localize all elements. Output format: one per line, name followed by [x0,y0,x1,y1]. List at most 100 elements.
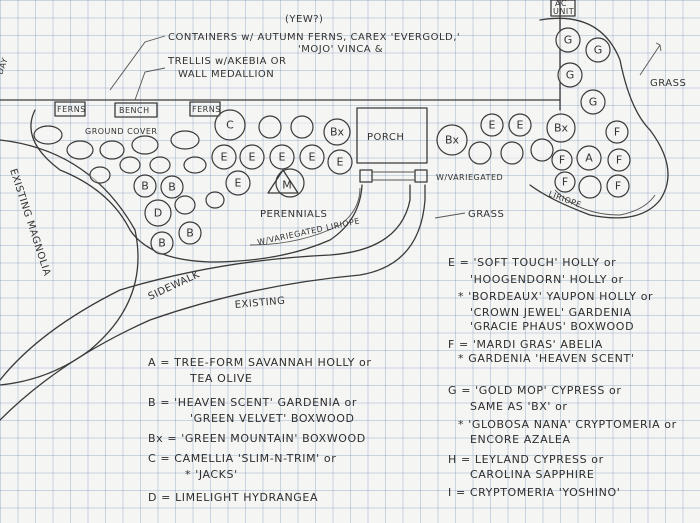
trellis-leader [134,67,166,101]
svg-text:G: G [566,69,575,82]
svg-text:F: F [616,154,622,167]
legend-right-line-1: 'HOOGENDORN' HOLLY or [470,273,624,286]
svg-text:M: M [282,179,292,192]
svg-text:G: G [564,34,573,47]
plant-E-left-3: E [211,144,237,170]
legend-left-line-1: TEA OLIVE [189,372,253,385]
legend-left-line-5: C = CAMELLIA 'SLIM-N-TRIM' or [148,452,336,465]
legend-left-line-7: D = LIMELIGHT HYDRANGEA [148,491,318,504]
plant-E-right-3 [468,141,492,165]
plant-E-right-1: E [480,113,504,137]
svg-text:B: B [168,181,176,194]
plant-E-left-7: E [327,149,353,175]
legend-left-line-2: B = 'HEAVEN SCENT' GARDENIA or [148,396,357,409]
legend-left-line-3: 'GREEN VELVET' BOXWOOD [190,412,355,425]
plant-B-3: B [150,231,174,255]
plant-F-5 [578,175,602,199]
trellis-note-1: TRELLIS w/AKEBIA OR [167,56,286,67]
plant-B-2: B [160,175,184,199]
svg-text:E: E [517,119,524,132]
sidewalk-inner [0,184,426,421]
plant-G-2: G [585,37,611,63]
plant-E-left-6: E [299,144,325,170]
yew-note: (YEW?) [285,14,323,25]
containers-note: CONTAINERS w/ AUTUMN FERNS, CAREX 'EVERG… [168,32,460,43]
legend-left-line-4: Bx = 'GREEN MOUNTAIN' BOXWOOD [148,432,366,445]
magnolia-canopy [0,139,139,386]
svg-text:F: F [562,176,568,189]
plant-M: M [267,168,305,198]
edge-left-label: DAY [0,56,10,75]
plant-A: A [576,145,602,171]
trellis-note-2: WALL MEDALLION [178,69,274,80]
svg-text:G: G [594,44,603,57]
plant-B-4: B [178,221,202,245]
svg-text:F: F [614,126,620,139]
variegated-right-label: W/VARIEGATED [436,173,503,182]
ferns-container-right [189,101,221,117]
legend-right-line-9: * 'GLOBOSA NANA' CRYPTOMERIA or [458,418,677,431]
plant-C: C [214,109,246,141]
plant-Bx-right-2: Bx [546,113,576,143]
plant-D: D [144,199,172,227]
legend-right-line-6: * GARDENIA 'HEAVEN SCENT' [458,352,634,365]
legend-left-line-0: A = TREE-FORM SAVANNAH HOLLY or [148,356,371,369]
plant-F-3: F [607,148,631,172]
ground-cover-plants [33,125,225,215]
plant-E-left-2 [290,115,314,139]
plant-G-3: G [557,62,583,88]
legend-right-line-4: 'GRACIE PHAUS' BOXWOOD [470,320,634,333]
ac-label-2: UNIT [553,7,574,16]
ac-unit [550,0,576,17]
plant-Bx-right: Bx [436,124,468,156]
containers-leader [109,35,166,91]
bench-box [114,102,158,118]
bench-label: BENCH [119,106,150,115]
legend-right-line-2: * 'BORDEAUX' YAUPON HOLLY or [458,290,653,303]
liriope-edge-right [554,189,656,216]
plant-E-left-1 [258,115,282,139]
svg-text:E: E [235,177,242,190]
svg-text:B: B [186,227,194,240]
svg-text:C: C [226,119,234,132]
svg-text:E: E [337,156,344,169]
svg-text:E: E [309,151,316,164]
ferns-label-right: FERNS [192,105,221,114]
grass-arrow-mid [434,212,466,219]
containers-note-2: 'MOJO' VINCA & [298,44,383,55]
existing-label-bottom: EXISTING [234,296,286,311]
grass-mid-label: GRASS [468,209,504,220]
legend-right-line-7: G = 'GOLD MOP' CYPRESS or [448,384,622,397]
svg-text:A: A [585,152,593,165]
legend-right-line-10: ENCORE AZALEA [470,433,571,446]
sidewalk-outer [0,184,411,381]
plant-E-right-2: E [508,113,532,137]
ferns-container-left [54,101,86,117]
svg-text:F: F [615,180,621,193]
right-bed-outline [529,17,669,219]
legend-right-line-13: I = CRYPTOMERIA 'YOSHINO' [448,486,620,499]
svg-text:E: E [489,119,496,132]
plant-Bx-left: Bx [323,118,351,146]
legend-right-line-0: E = 'SOFT TOUCH' HOLLY or [448,256,616,269]
plant-E-right-5 [530,138,554,162]
porch-step-left [359,169,373,183]
legend-right-line-3: 'CROWN JEWEL' GARDENIA [470,306,632,319]
ground-cover-label: GROUND COVER [85,127,157,136]
legend-right-line-8: SAME AS 'BX' or [470,400,568,413]
porch-walk [372,171,415,181]
svg-text:E: E [249,151,256,164]
svg-text:B: B [141,180,149,193]
ac-label-1: AC [555,0,567,8]
svg-text:F: F [559,154,565,167]
svg-text:Bx: Bx [330,126,345,139]
ferns-label-left: FERNS [57,105,86,114]
legend-right-line-5: F = 'MARDI GRAS' ABELIA [448,338,603,351]
plant-F-1: F [605,120,629,144]
porch-label: PORCH [367,132,404,143]
porch-step-right [414,169,428,183]
svg-text:E: E [221,151,228,164]
